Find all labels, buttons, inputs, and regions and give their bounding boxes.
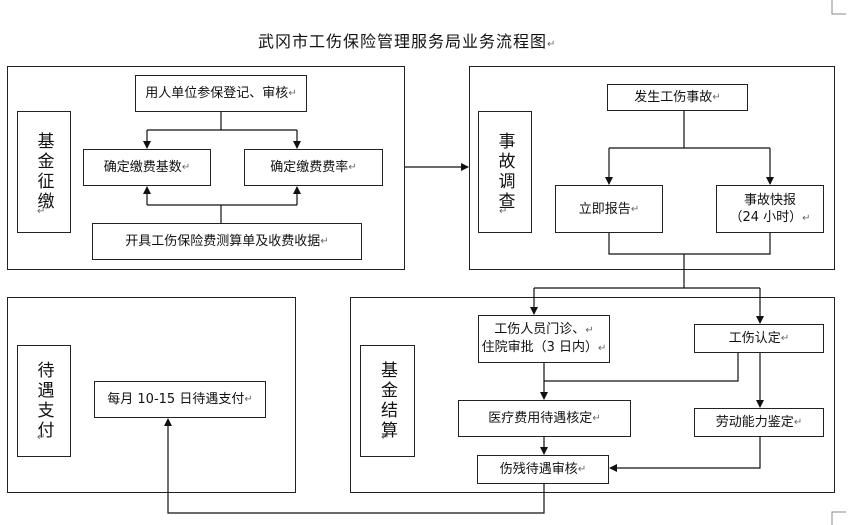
connector-accident-split: [609, 111, 770, 149]
clinic-approval-line1: 工伤人员门诊、↵: [494, 322, 594, 337]
para-mark: ↵: [499, 206, 508, 217]
injury-recognition-box: 工伤认定↵: [694, 324, 824, 353]
para-mark: ↵: [37, 432, 46, 443]
ability-assessment-box: 劳动能力鉴定↵: [694, 408, 824, 437]
quick-report-line2: （24 小时）↵: [729, 209, 811, 225]
accident-box: 发生工伤事故↵: [607, 84, 748, 111]
quick-report-box: 事故快报 （24 小时）↵: [716, 185, 824, 233]
medical-check-box: 医疗费用待遇核定↵: [458, 400, 631, 437]
arrow-disability-to-payment: [164, 418, 545, 514]
connector-recognition-to-medical: [544, 353, 739, 382]
arrow-ability-to-disability: [609, 437, 761, 472]
para-mark: ↵: [381, 432, 390, 443]
connector-reports-merge: [608, 233, 771, 288]
disability-review-box: 伤残待遇审核↵: [477, 455, 609, 484]
contribution-rate-box: 确定缴费费率↵: [244, 149, 383, 186]
clinic-approval-box: 工伤人员门诊、↵ 住院审批（3 日内）↵: [478, 315, 610, 363]
fund-settlement-label: 基金结算: [360, 345, 415, 457]
page-title: 武冈市工伤保险管理服务局业务流程图↵: [258, 32, 557, 51]
para-mark: ↵: [37, 206, 46, 217]
benefit-payment-label: 待遇支付: [17, 345, 71, 457]
connector-receipt-up: [147, 204, 297, 223]
monthly-payment-box: 每月 10-15 日待遇支付↵: [94, 381, 266, 418]
clinic-approval-line2: 住院审批（3 日内）↵: [481, 340, 607, 355]
report-now-box: 立即报告↵: [555, 185, 663, 233]
register-box: 用人单位参保登记、审核↵: [135, 75, 307, 112]
quick-report-line1: 事故快报: [743, 192, 796, 208]
fund-collection-label: 基金征缴: [17, 111, 71, 233]
contribution-base-box: 确定缴费基数↵: [83, 149, 211, 186]
connector-register-split: [147, 112, 297, 131]
accident-investigation-label: 事故调查: [478, 111, 532, 233]
receipt-box: 开具工伤保险费测算单及收费收据↵: [92, 223, 362, 260]
